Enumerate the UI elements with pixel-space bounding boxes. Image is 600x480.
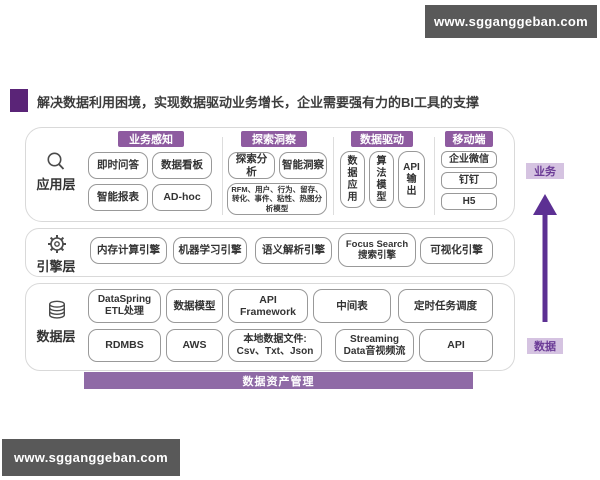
app-box-explore-analysis: 探索分析 (228, 152, 275, 179)
data-box-dataspring-etl: DataSpring ETL处理 (88, 289, 161, 323)
title-bullet-square (10, 89, 28, 112)
page-title: 解决数据利用困境，实现数据驱动业务增长，企业需要强有力的BI工具的支撑 (37, 95, 480, 110)
engine-box-memory-compute: 内存计算引擎 (90, 237, 167, 264)
section-divider (222, 137, 223, 215)
app-box-dingtalk: 钉钉 (441, 172, 497, 189)
section-header-data-driven: 数据驱动 (351, 131, 413, 147)
database-icon (48, 300, 66, 319)
app-box-smart-insight: 智能洞察 (279, 152, 327, 179)
magnifier-icon (47, 152, 65, 170)
app-box-api-output: API 输 出 (398, 151, 425, 208)
app-box-algorithm-model: 算 法 模 型 (369, 151, 394, 208)
engine-box-visualization: 可视化引擎 (420, 237, 493, 264)
section-divider (434, 137, 435, 215)
app-box-data-application: 数 据 应 用 (340, 151, 365, 208)
data-box-rdmbs: RDMBS (88, 329, 161, 362)
data-box-intermediate-table: 中间表 (313, 289, 391, 323)
watermark-bottom: www.sgganggeban.com (2, 439, 180, 476)
up-arrow-icon (533, 194, 557, 322)
data-layer-label: 数据层 (36, 329, 76, 344)
data-box-api-framework: API Framework (228, 289, 308, 323)
flow-top-tag-business: 业务 (526, 163, 564, 179)
data-asset-management-bar: 数据资产管理 (84, 372, 473, 389)
section-header-business-perception: 业务感知 (118, 131, 184, 147)
app-box-instant-qa: 即时问答 (88, 152, 148, 179)
engine-box-machine-learning: 机器学习引擎 (173, 237, 247, 264)
section-divider (333, 137, 334, 215)
app-box-adhoc: AD-hoc (152, 184, 212, 211)
engine-box-focus-search: Focus Search 搜索引擎 (338, 233, 416, 267)
section-header-mobile: 移动端 (445, 131, 493, 147)
data-box-aws: AWS (166, 329, 223, 362)
data-box-data-model: 数据模型 (166, 289, 223, 323)
application-layer-label: 应用层 (36, 177, 76, 192)
engine-box-semantic-parsing: 语义解析引擎 (255, 237, 332, 264)
data-box-local-files: 本地数据文件: Csv、Txt、Json (228, 329, 322, 362)
app-box-smart-report: 智能报表 (88, 184, 148, 211)
app-box-data-dashboard: 数据看板 (152, 152, 212, 179)
app-box-h5: H5 (441, 193, 497, 210)
flow-bottom-tag-data: 数据 (527, 338, 563, 354)
app-box-analysis-models: RFM、用户、行为、留存、转化、事件、粘性、热图分析模型 (227, 183, 327, 215)
app-box-wecom: 企业微信 (441, 151, 497, 168)
watermark-top: www.sgganggeban.com (425, 5, 597, 38)
data-box-scheduled-tasks: 定时任务调度 (398, 289, 493, 323)
engine-layer-label: 引擎层 (36, 259, 76, 274)
data-box-streaming-data: Streaming Data音视频流 (335, 329, 414, 362)
section-header-explore-insight: 探索洞察 (241, 131, 307, 147)
data-box-api: API (419, 329, 493, 362)
gear-icon (48, 235, 66, 253)
